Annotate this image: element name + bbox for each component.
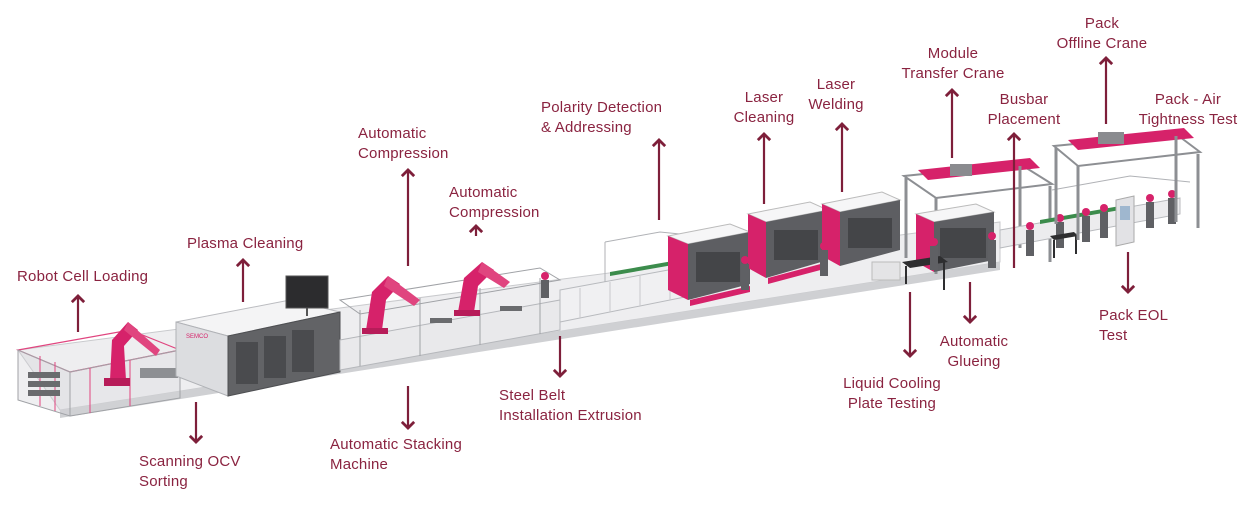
label-automatic-compression-2: Automatic Compression	[449, 184, 540, 221]
label-automatic-stacking-machine: Automatic Stacking Machine	[330, 436, 462, 473]
label-robot-cell-loading: Robot Cell Loading	[17, 268, 149, 285]
label-module-transfer-crane: Module Transfer Crane	[901, 45, 1005, 82]
production-line-illustration: SEMCO	[15, 128, 1203, 418]
label-laser-welding: Laser Welding	[808, 76, 864, 113]
label-plasma-cleaning: Plasma Cleaning	[187, 235, 304, 252]
label-laser-cleaning: Laser Cleaning	[733, 89, 795, 126]
label-steel-belt-installation: Steel Belt Installation Extrusion	[499, 387, 642, 424]
pack-offline-crane	[1051, 128, 1203, 240]
label-pack-offline-crane: Pack Offline Crane	[1056, 15, 1148, 52]
label-polarity-detection: Polarity Detection & Addressing	[541, 99, 663, 136]
callout-arrows	[70, 56, 1136, 444]
laser-machine-2	[741, 201, 830, 290]
label-liquid-cooling-plate-testing: Liquid Cooling Plate Testing	[843, 375, 941, 412]
brand-logo: SEMCO	[186, 334, 208, 340]
glueing-machine	[871, 203, 996, 290]
plasma-cleaning-machine: SEMCO	[175, 275, 341, 397]
label-busbar-placement: Busbar Placement	[987, 91, 1061, 128]
label-automatic-compression-1: Automatic Compression	[358, 125, 449, 162]
label-pack-eol-test: Pack EOL Test	[1099, 307, 1169, 344]
label-pack-air-tightness-test: Pack - Air Tightness Test	[1138, 91, 1238, 128]
laser-machine-3	[820, 191, 902, 276]
label-scanning-ocv-sorting: Scanning OCV Sorting	[139, 453, 241, 490]
laser-machine-1	[666, 223, 752, 306]
pack-final-line	[999, 175, 1191, 258]
label-automatic-glueing: Automatic Glueing	[939, 333, 1009, 370]
stacking-robots-cell	[338, 262, 562, 371]
robot-cell-enclosure	[15, 322, 183, 417]
